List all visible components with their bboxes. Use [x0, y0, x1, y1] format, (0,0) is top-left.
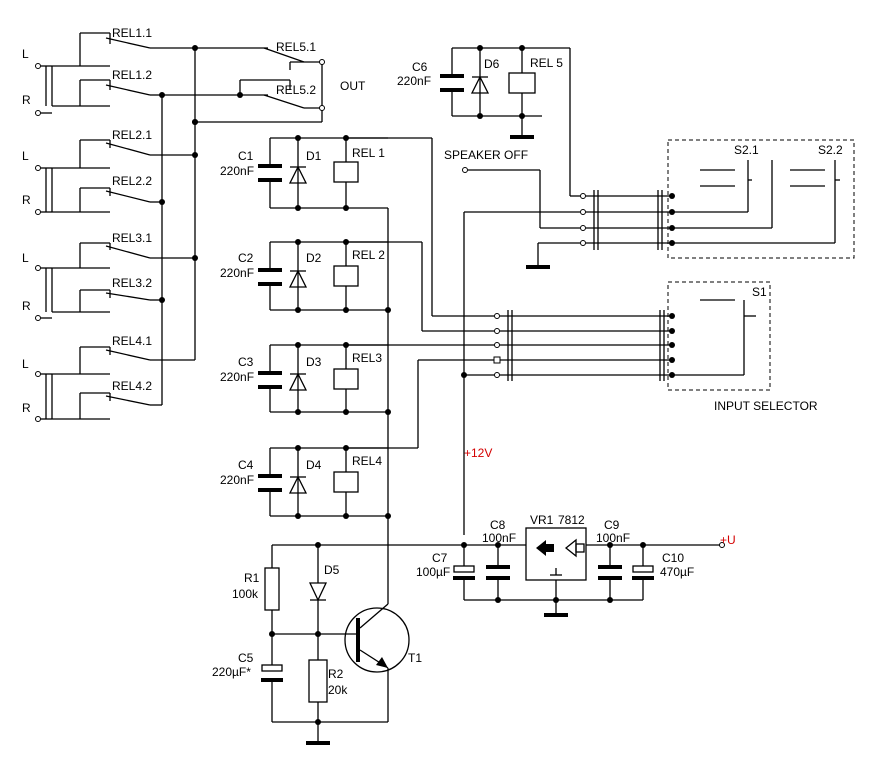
label-rel2-2: REL2.2 [112, 174, 152, 188]
delay-timer [261, 545, 410, 745]
label-c2: C2 [238, 251, 254, 265]
power-supply [272, 527, 725, 617]
label-rel5: REL 5 [530, 56, 563, 70]
label-c1-value: 220nF [220, 164, 254, 178]
label-l-3: L [22, 251, 29, 265]
label-c5-value: 220µF* [212, 665, 251, 679]
label-c10-value: 470µF [660, 565, 694, 579]
label-rel2: REL 2 [352, 248, 385, 262]
label-rel4-2: REL4.2 [112, 379, 152, 393]
input-group-4 [35, 258, 196, 422]
input-group-3 [35, 242, 195, 321]
rel5-output [162, 47, 325, 125]
label-input-selector: INPUT SELECTOR [714, 399, 818, 413]
label-t1: T1 [408, 651, 422, 665]
label-plus-u: +U [720, 533, 736, 547]
label-vr1-value: 7812 [558, 513, 585, 527]
label-d6: D6 [484, 57, 500, 71]
label-c1: C1 [238, 149, 254, 163]
label-c8-value: 100nF [482, 531, 516, 545]
label-c4: C4 [238, 458, 254, 472]
label-c10: C10 [662, 551, 684, 565]
label-c3-value: 220nF [220, 370, 254, 384]
label-d4: D4 [306, 458, 322, 472]
label-d3: D3 [306, 355, 322, 369]
label-rel4: REL4 [352, 454, 382, 468]
label-r-3: R [22, 299, 31, 313]
label-rel3-1: REL3.1 [112, 231, 152, 245]
label-rel3: REL3 [352, 351, 382, 365]
input-relays [35, 32, 198, 422]
label-s1: S1 [752, 285, 767, 299]
label-c9-value: 100nF [596, 531, 630, 545]
rel5-coil-block [440, 45, 580, 197]
label-s2-1: S2.1 [734, 143, 759, 157]
label-s2-2: S2.2 [818, 143, 843, 157]
label-rel5-2: REL5.2 [276, 83, 316, 97]
label-r-4: R [22, 401, 31, 415]
label-c6-value: 220nF [397, 74, 431, 88]
label-c4-value: 220nF [220, 473, 254, 487]
s2-wiring [462, 139, 855, 535]
s1-wiring [388, 138, 771, 448]
label-vr1: VR1 [530, 513, 554, 527]
label-d5: D5 [324, 563, 340, 577]
label-speaker-off: SPEAKER OFF [444, 148, 528, 162]
label-out: OUT [340, 79, 366, 93]
label-r-2: R [22, 193, 31, 207]
label-r-1: R [22, 93, 31, 107]
label-rel1-1: REL1.1 [112, 26, 152, 40]
label-c2-value: 220nF [220, 266, 254, 280]
label-r2-value: 20k [328, 683, 348, 697]
relay-coil-blocks [258, 135, 432, 600]
label-rel3-2: REL3.2 [112, 276, 152, 290]
label-c3: C3 [238, 355, 254, 369]
label-c8: C8 [490, 518, 506, 532]
label-rel5-1: REL5.1 [276, 40, 316, 54]
label-r1-value: 100k [232, 587, 259, 601]
coil-block-2 [258, 239, 422, 313]
input-group-2 [35, 139, 195, 215]
label-c6: C6 [412, 60, 428, 74]
label-rel2-1: REL2.1 [112, 128, 152, 142]
label-c7: C7 [432, 551, 448, 565]
coil-block-1 [258, 135, 432, 211]
label-plus-12v: +12V [464, 446, 492, 460]
label-c9: C9 [604, 518, 620, 532]
labels: REL1.1 REL1.2 REL2.1 REL2.2 REL3.1 REL3.… [22, 26, 843, 697]
label-c5: C5 [238, 651, 254, 665]
coil-block-4 [258, 445, 418, 519]
label-rel1: REL 1 [352, 146, 385, 160]
label-d1: D1 [306, 149, 322, 163]
label-c7-value: 100µF [416, 565, 450, 579]
label-l-2: L [22, 149, 29, 163]
label-d2: D2 [306, 251, 322, 265]
label-r2: R2 [328, 667, 344, 681]
label-l-1: L [22, 47, 29, 61]
label-rel1-2: REL1.2 [112, 68, 152, 82]
label-l-4: L [22, 357, 29, 371]
label-r1: R1 [244, 571, 260, 585]
label-rel4-1: REL4.1 [112, 334, 152, 348]
coil-block-3 [258, 342, 388, 415]
input-group-1 [35, 32, 195, 116]
